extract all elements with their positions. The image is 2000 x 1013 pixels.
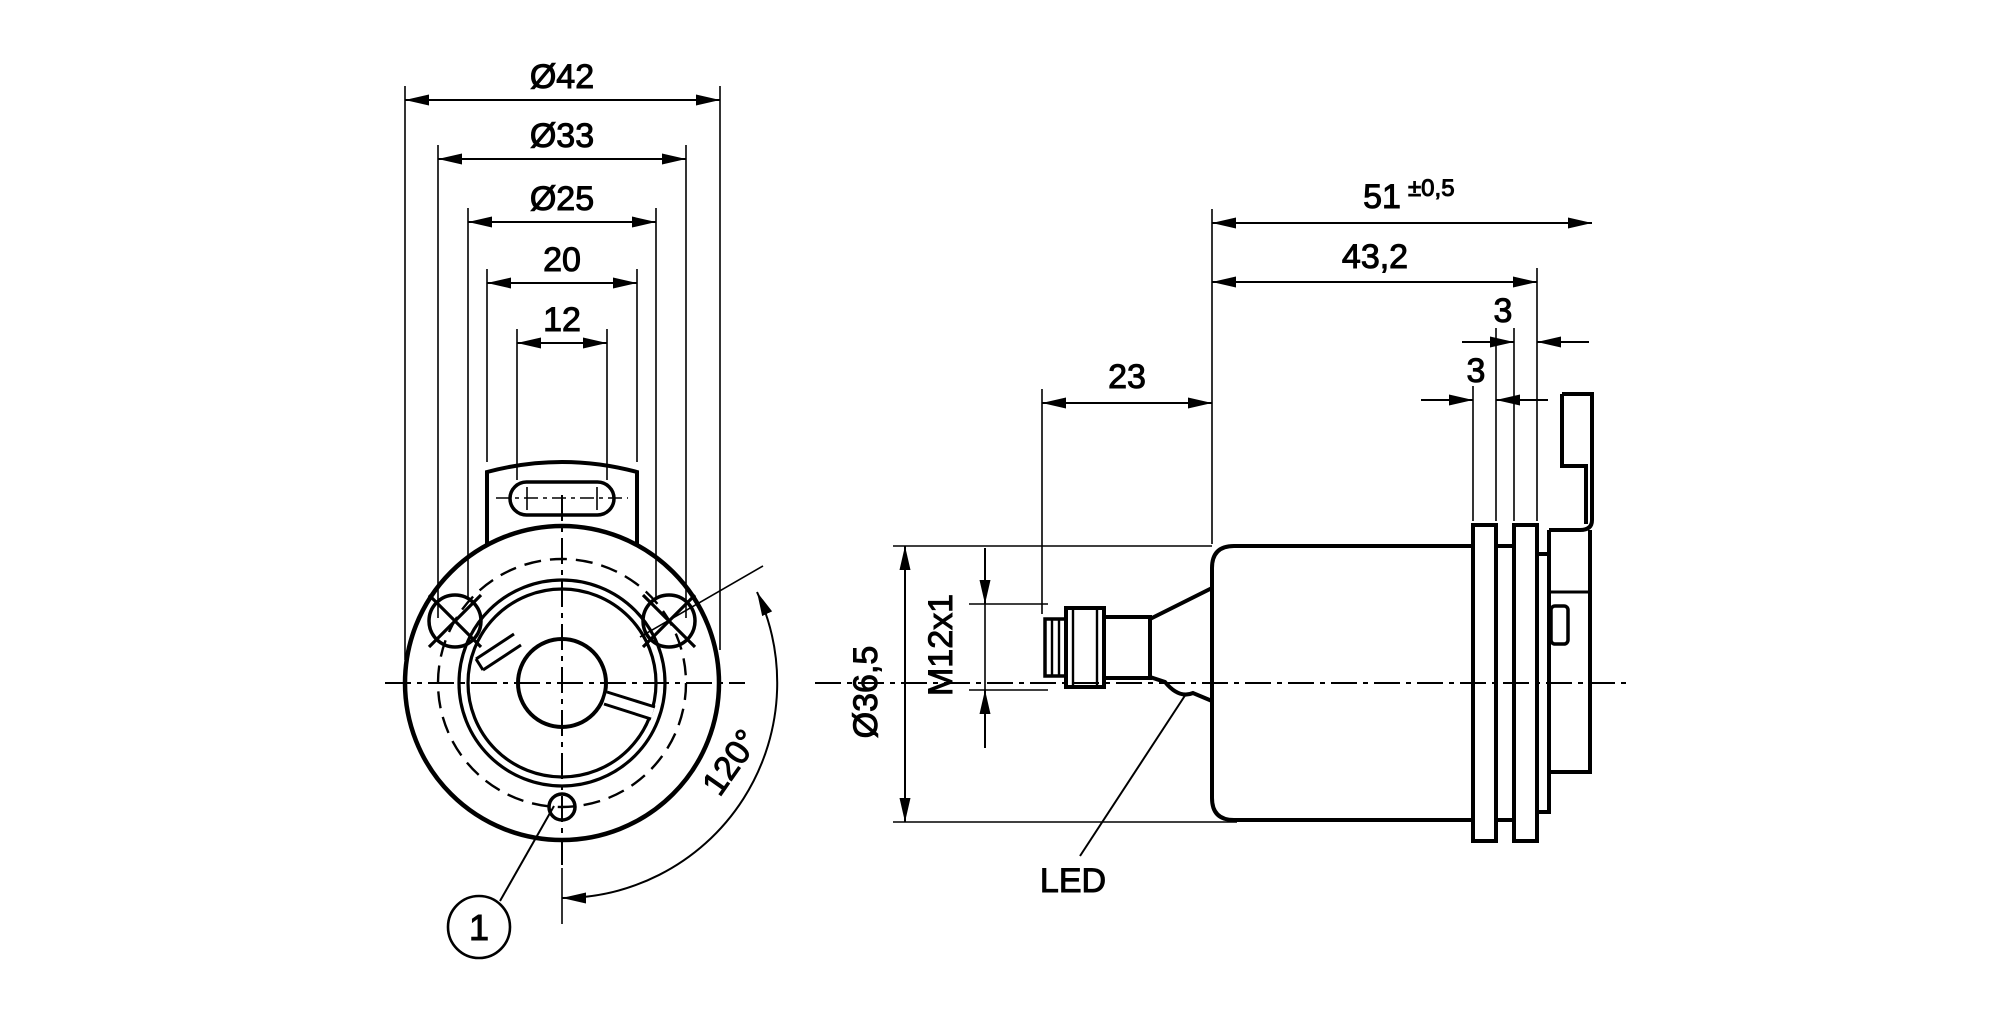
dim-diameter-36-5: Ø36,5 — [847, 545, 1237, 823]
dim-label-bolt-circle: Ø33 — [530, 117, 594, 155]
main-body — [1210, 544, 1475, 822]
dim-label-slot-width: 12 — [543, 301, 581, 339]
dim-label-outer-diameter: Ø42 — [530, 58, 594, 96]
dim-label-total-length: 51 — [1363, 178, 1401, 216]
screw-left — [427, 593, 483, 649]
led-label: LED — [1040, 862, 1106, 900]
side-view: 51 ±0,5 43,2 3 3 23 — [815, 175, 1632, 901]
dim-label-thread: M12x1 — [922, 594, 960, 696]
dim-label-body-diameter: Ø36,5 — [847, 646, 885, 739]
dim-label-disc1-thickness: 3 — [1467, 352, 1486, 390]
dim-label-flange-length: 43,2 — [1342, 238, 1408, 276]
dim-label-total-length-tolerance: ±0,5 — [1408, 175, 1455, 202]
dim-length-43-2: 43,2 — [1212, 238, 1538, 521]
rear-connector-tab — [1549, 604, 1570, 646]
dim-length-51: 51 ±0,5 — [1211, 175, 1592, 544]
dim-thread-m12: M12x1 — [922, 548, 1048, 748]
dim-width-12: 12 — [516, 301, 608, 480]
balloon-number: 1 — [469, 907, 489, 948]
rear-flange-discs — [1471, 523, 1551, 843]
mounting-tab — [485, 460, 639, 546]
dim-label-disc2-thickness: 3 — [1494, 292, 1513, 330]
rear-bracket — [1547, 392, 1594, 774]
shaft-slit — [603, 690, 656, 721]
dim-diameter-42: Ø42 — [404, 58, 721, 660]
clamp-notch — [474, 632, 523, 672]
dim-width-20: 20 — [486, 241, 638, 462]
front-view: Ø42 Ø33 Ø25 20 12 — [385, 58, 779, 960]
balloon-callout-1: 1 — [446, 805, 555, 960]
dim-diameter-25: Ø25 — [467, 180, 657, 598]
dim-length-23: 23 — [1041, 358, 1212, 614]
dim-label-tab-width: 20 — [543, 241, 581, 279]
dim-diameter-33: Ø33 — [437, 117, 687, 618]
dim-thickness-3-lower: 3 — [1421, 328, 1548, 521]
led-callout: LED — [1039, 693, 1187, 901]
dim-label-ring-diameter: Ø25 — [530, 180, 594, 218]
dim-angle-120: 120° — [561, 565, 779, 904]
dim-label-angle: 120° — [695, 723, 766, 802]
dim-label-connector-length: 23 — [1108, 358, 1146, 396]
housing-taper — [1149, 586, 1213, 703]
m12-connector — [1043, 606, 1152, 689]
dim-thickness-3-upper: 3 — [1462, 292, 1589, 521]
